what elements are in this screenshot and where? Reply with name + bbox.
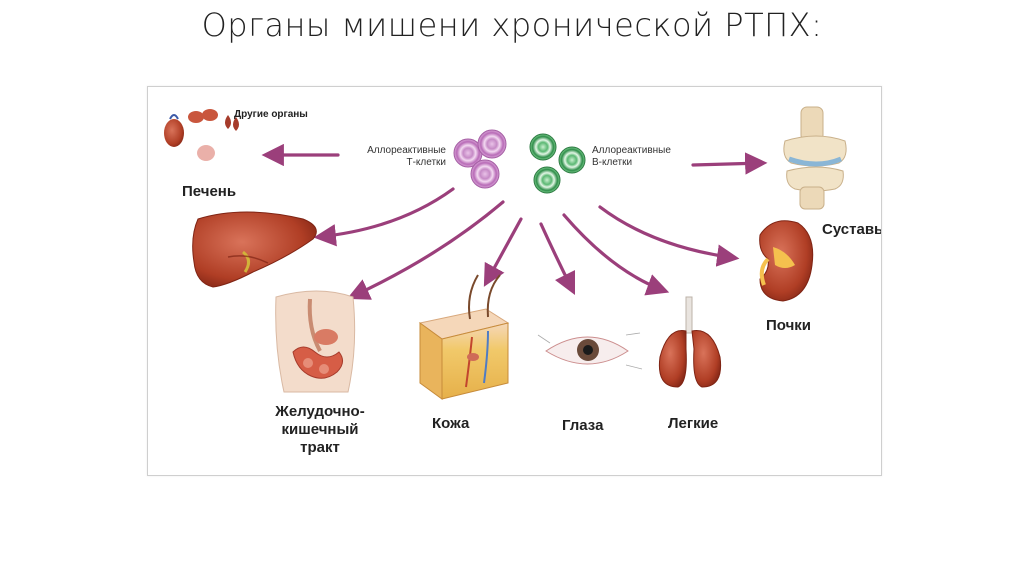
arrows (261, 143, 768, 300)
gi-tract-illustration (275, 290, 356, 393)
label-lungs: Легкие (668, 415, 719, 432)
label-other-organs: Другие органы (234, 109, 308, 120)
arrow-to-kidneys (598, 205, 740, 267)
label-liver: Печень (182, 183, 237, 200)
lungs-illustration (658, 296, 722, 388)
label-joints: Суставы (822, 221, 882, 238)
arrow-to-skin (483, 217, 523, 287)
joint-illustration (783, 106, 847, 210)
label-gi-tract: Желудочно- кишечный тракт (275, 403, 365, 456)
slide-title: Органы мишени хронической РТПХ: (201, 6, 823, 44)
skin-illustration (418, 274, 510, 400)
diagram-panel: Другие органы Аллореактивные Т-клетки Ал… (147, 86, 882, 476)
liver-illustration (192, 211, 317, 288)
other-organs-illustration (164, 109, 239, 161)
arrow-to-lungs (562, 213, 670, 296)
label-skin: Кожа (432, 415, 470, 432)
arrow-to-eyes (539, 222, 576, 296)
eye-illustration (537, 332, 643, 370)
label-kidneys: Почки (766, 317, 812, 334)
arrow-to-joints (691, 152, 768, 175)
label-t-cells: Аллореактивные Т-клетки (367, 145, 446, 168)
label-b-cells: Аллореактивные В-клетки (592, 145, 671, 168)
arrow-to-liver (313, 187, 455, 247)
t-cells-illustration (453, 129, 507, 189)
b-cells-illustration (529, 133, 586, 194)
label-eyes: Глаза (562, 417, 604, 434)
arrow-to-gi-tract (346, 200, 505, 300)
diagram-canvas (164, 106, 847, 400)
kidney-illustration (759, 220, 814, 302)
